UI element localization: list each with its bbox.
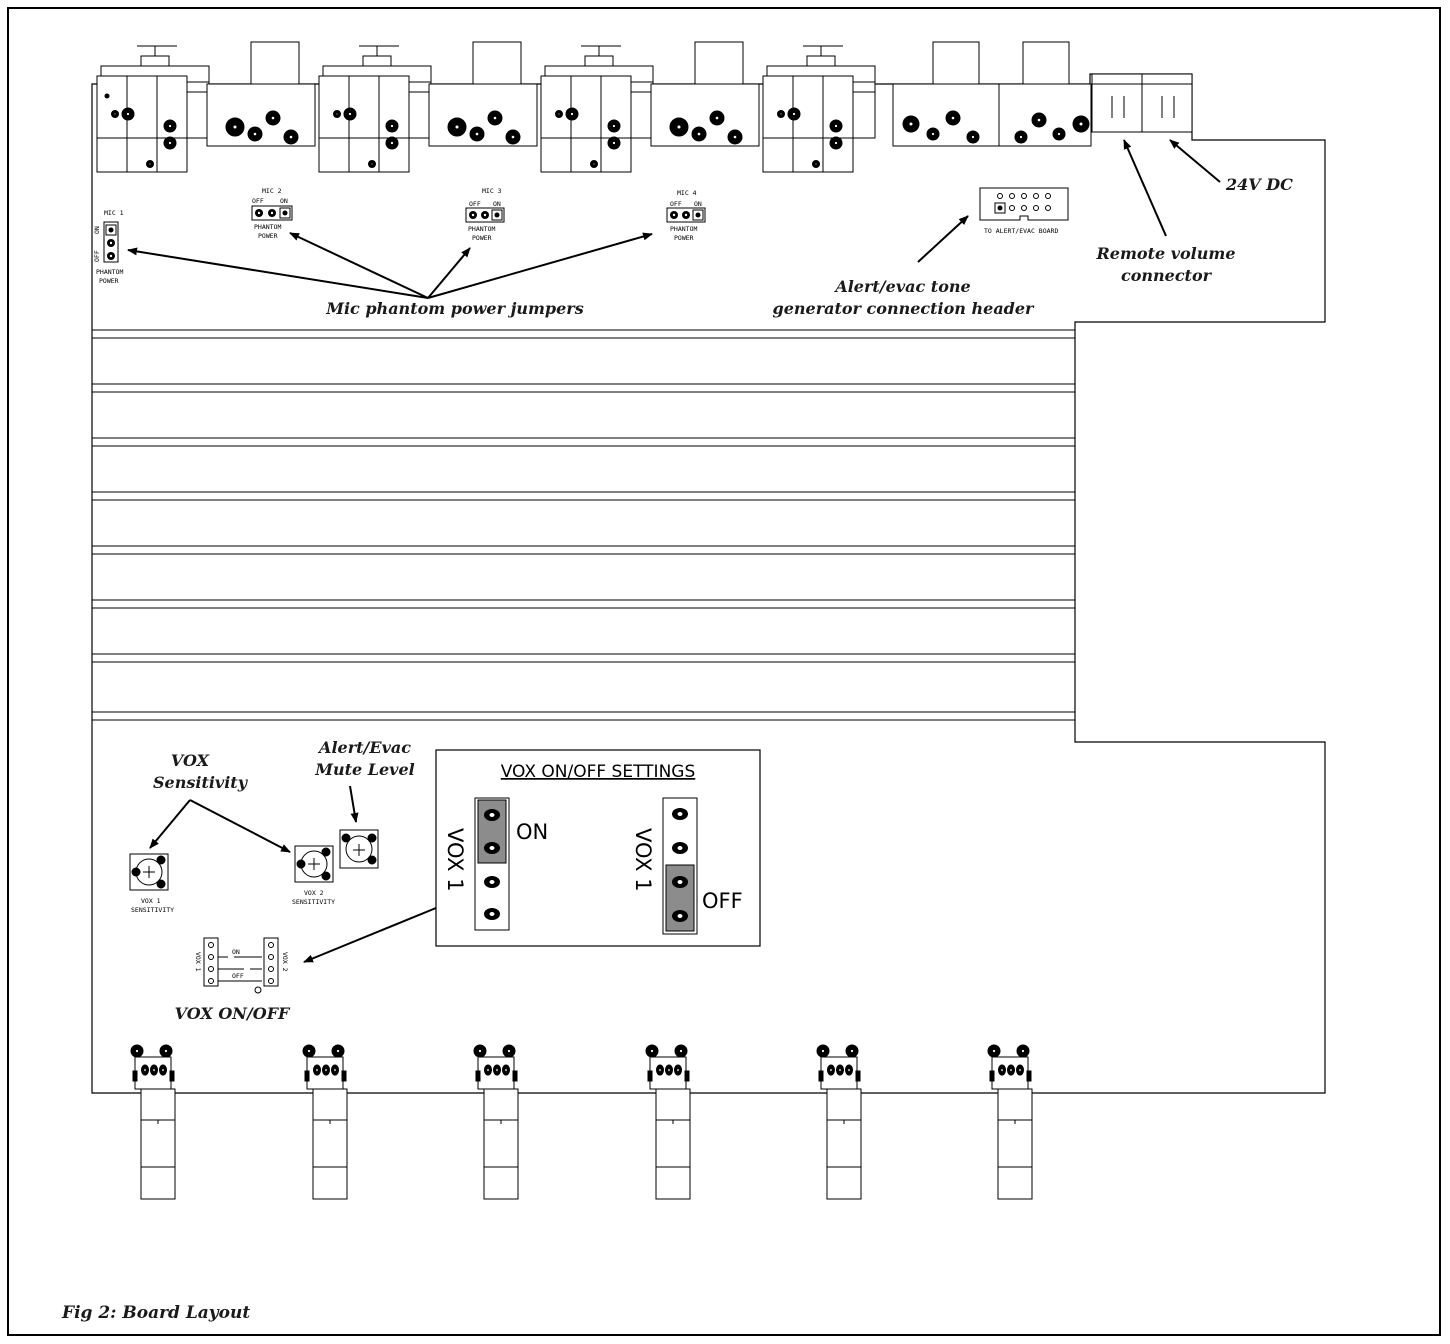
vox2-sens-label-2: SENSITIVITY bbox=[292, 898, 335, 906]
mic3-on-label: ON bbox=[493, 200, 501, 208]
mic2-label: MIC 2 bbox=[262, 187, 282, 195]
dc-power-terminal bbox=[1141, 73, 1193, 133]
alert-header-label-line2: generator connection header bbox=[773, 299, 1036, 318]
vox-settings-title: VOX ON/OFF SETTINGS bbox=[501, 762, 696, 782]
mic3-power-label: POWER bbox=[472, 234, 492, 242]
remote-volume-label-line1: Remote volume bbox=[1095, 244, 1235, 263]
vox-settings-right-state: OFF bbox=[702, 889, 743, 913]
mic2-power-label: POWER bbox=[258, 232, 278, 240]
mic3-phantom-jumper: MIC 3 OFF ON PHANTOM POWER bbox=[465, 187, 505, 242]
mic1-off-label: OFF bbox=[93, 250, 101, 262]
jack-connector-4 bbox=[892, 41, 1000, 147]
mic1-label: MIC 1 bbox=[104, 209, 124, 217]
rca-connector-6 bbox=[987, 1044, 1033, 1200]
rca-connector-5 bbox=[816, 1044, 862, 1200]
remote-volume-label-line2: connector bbox=[1121, 266, 1213, 285]
mic1-power-label: POWER bbox=[99, 277, 119, 285]
vox1-sens-label-2: SENSITIVITY bbox=[131, 906, 174, 914]
vox-sensitivity-label-line2: Sensitivity bbox=[153, 773, 249, 792]
xlr-connector-1 bbox=[96, 45, 210, 173]
rca-connector-1 bbox=[130, 1044, 176, 1200]
mic4-phantom-label: PHANTOM bbox=[670, 225, 697, 233]
alert-mute-label-line2: Mute Level bbox=[314, 760, 414, 779]
jack-connector-1 bbox=[206, 41, 316, 147]
figure-frame bbox=[7, 7, 1441, 1336]
mic2-off-label: OFF bbox=[252, 197, 264, 205]
vox-switch-off-label: OFF bbox=[232, 972, 244, 980]
vox-settings-inset: VOX ON/OFF SETTINGS VOX 1 ON VOX 1 OFF bbox=[435, 749, 761, 947]
vox-settings-right-header bbox=[662, 797, 698, 935]
mic3-label: MIC 3 bbox=[482, 187, 502, 195]
dc-power-label: 24V DC bbox=[1225, 175, 1293, 194]
mic4-on-label: ON bbox=[694, 200, 702, 208]
rca-connector-4 bbox=[645, 1044, 691, 1200]
vox-settings-left-state: ON bbox=[516, 820, 548, 844]
mic-phantom-jumpers-label: Mic phantom power jumpers bbox=[325, 299, 583, 318]
callout-arrows-bottom bbox=[149, 785, 437, 963]
jack-connector-5 bbox=[998, 41, 1092, 147]
vox-settings-right-label: VOX 1 bbox=[631, 828, 655, 892]
board-outline bbox=[91, 73, 1326, 1094]
mic2-phantom-label: PHANTOM bbox=[254, 223, 281, 231]
vox-onoff-label: VOX ON/OFF bbox=[175, 1004, 291, 1023]
alert-mute-label-line1: Alert/Evac bbox=[317, 738, 411, 757]
alert-board-label: TO ALERT/EVAC BOARD bbox=[984, 227, 1058, 235]
vox-onoff-jumper-block bbox=[203, 937, 279, 994]
callout-arrows-top bbox=[127, 139, 1221, 299]
mic1-on-label: ON bbox=[93, 226, 101, 234]
mic3-phantom-label: PHANTOM bbox=[468, 225, 495, 233]
mic4-off-label: OFF bbox=[670, 200, 682, 208]
mic4-phantom-jumper: MIC 4 OFF ON PHANTOM POWER bbox=[666, 189, 706, 242]
vox1-sensitivity-pot bbox=[129, 853, 169, 891]
rca-connector-3 bbox=[473, 1044, 519, 1200]
heatsink-strips bbox=[92, 329, 1075, 721]
mic4-power-label: POWER bbox=[674, 234, 694, 242]
rca-connector-2 bbox=[302, 1044, 348, 1200]
jack-connector-2 bbox=[428, 41, 538, 147]
alert-evac-header bbox=[979, 187, 1069, 221]
remote-volume-terminal bbox=[1091, 73, 1143, 133]
vox1-switch-label: VOX 1 bbox=[194, 952, 202, 972]
alert-header-label-line1: Alert/evac tone bbox=[833, 277, 970, 296]
xlr-connector-3 bbox=[540, 45, 654, 173]
jack-connector-3 bbox=[650, 41, 760, 147]
xlr-connector-4 bbox=[762, 45, 876, 173]
mic2-on-label: ON bbox=[280, 197, 288, 205]
vox-sensitivity-label-line1: VOX bbox=[171, 751, 210, 770]
vox2-sens-label: VOX 2 bbox=[304, 889, 324, 897]
vox2-switch-label: VOX 2 bbox=[281, 952, 289, 972]
mic2-phantom-jumper: MIC 2 OFF ON PHANTOM POWER bbox=[251, 187, 293, 240]
xlr-connector-2 bbox=[318, 45, 432, 173]
vox-settings-left-header bbox=[474, 797, 510, 931]
mic3-off-label: OFF bbox=[469, 200, 481, 208]
mic4-label: MIC 4 bbox=[677, 189, 697, 197]
mic1-phantom-label: PHANTOM bbox=[96, 268, 123, 276]
vox-switch-on-label: ON bbox=[232, 948, 240, 956]
mic1-phantom-jumper: MIC 1 ON OFF PHANTOM POWER bbox=[93, 209, 124, 285]
vox-settings-left-label: VOX 1 bbox=[443, 828, 467, 892]
figure-caption: Fig 2: Board Layout bbox=[61, 1303, 250, 1323]
vox2-sensitivity-pot bbox=[294, 845, 334, 883]
vox1-sens-label: VOX 1 bbox=[141, 897, 161, 905]
alert-mute-pot bbox=[339, 829, 379, 869]
